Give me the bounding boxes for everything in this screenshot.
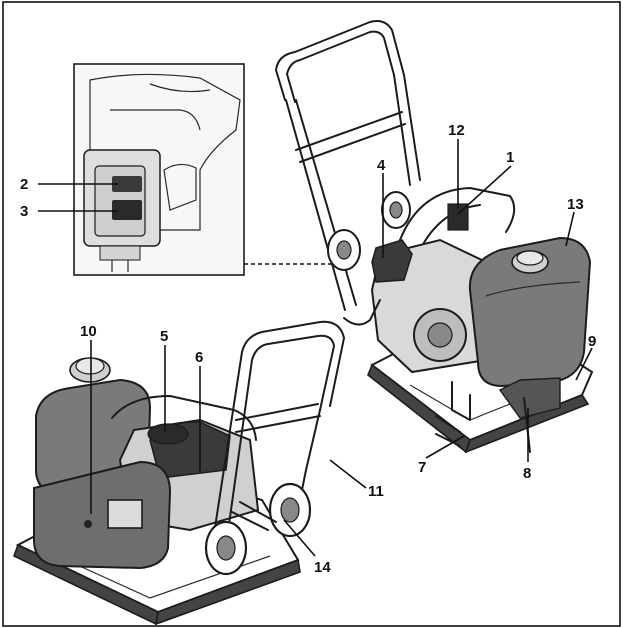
- callout-13: 13: [567, 196, 584, 213]
- callout-3: 3: [20, 203, 28, 220]
- inset-detail: [73, 63, 245, 276]
- engine-fuel-cap-shape: [371, 239, 413, 283]
- callout-10: 10: [80, 323, 97, 340]
- leader-11: [329, 459, 367, 489]
- leader-7: [425, 435, 465, 459]
- leader-13: [565, 211, 575, 247]
- leader-14: [283, 519, 316, 557]
- callout-labels: 1 2 3 4 5 6 7 8 9 10 11 12 13 14: [20, 122, 596, 576]
- callout-14: 14: [314, 559, 331, 576]
- callout-4: 4: [377, 157, 386, 174]
- water-tank-shape: [468, 236, 592, 388]
- leader-9: [575, 347, 593, 381]
- leader-lines: [38, 139, 593, 557]
- callout-2: 2: [20, 176, 28, 193]
- callout-6: 6: [195, 349, 203, 366]
- callout-7: 7: [418, 459, 426, 476]
- callout-12: 12: [448, 122, 465, 139]
- fuel-valve-shape: [112, 200, 142, 220]
- leader-1: [457, 165, 512, 215]
- callout-5: 5: [160, 328, 168, 345]
- callout-8: 8: [523, 465, 531, 482]
- machine-rear-view: [13, 320, 345, 626]
- choke-lever-shape: [112, 176, 142, 192]
- callout-11: 11: [368, 483, 384, 500]
- machine-front-view: [275, 20, 594, 454]
- callout-1: 1: [506, 149, 514, 166]
- belt-guard-shape: [33, 460, 172, 570]
- callout-9: 9: [588, 333, 596, 350]
